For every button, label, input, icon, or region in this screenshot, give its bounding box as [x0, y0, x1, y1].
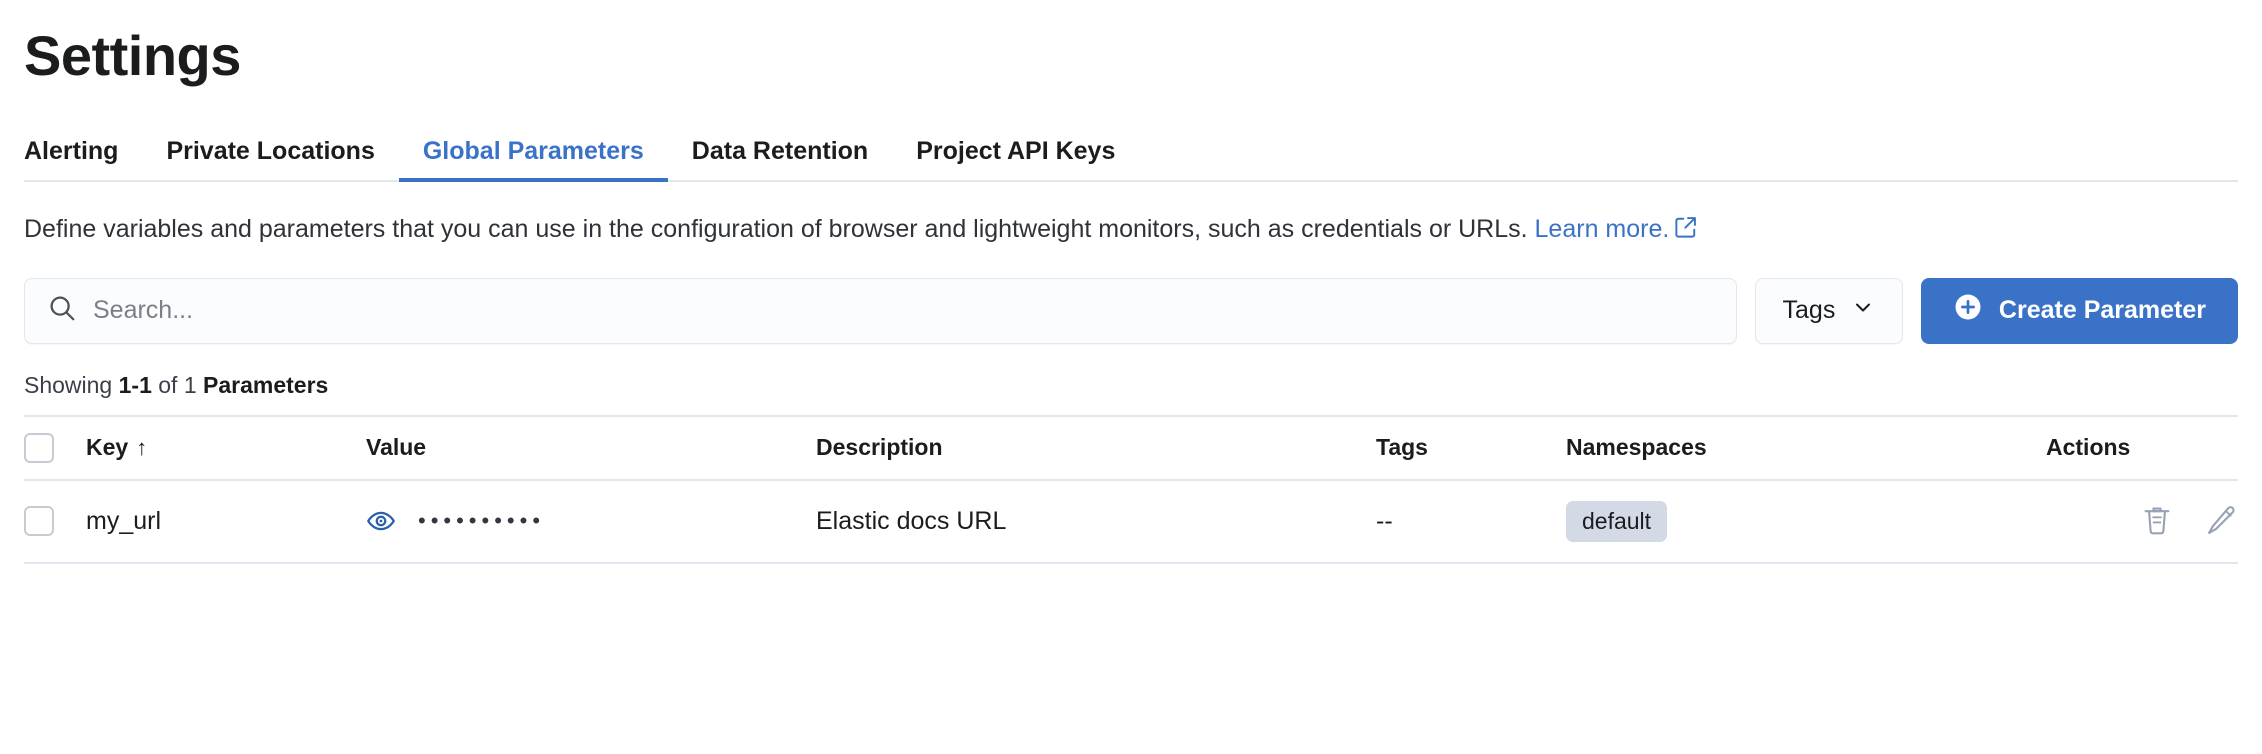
page-description: Define variables and parameters that you…: [24, 212, 2238, 248]
tab-alerting[interactable]: Alerting: [24, 137, 142, 180]
row-key-cell: my_url: [86, 479, 366, 564]
showing-unit: Parameters: [203, 371, 329, 398]
page-title: Settings: [24, 24, 241, 87]
table-body: my_url •••••••••• Elastic docs UR: [24, 479, 2238, 564]
column-namespaces-label: Namespaces: [1566, 434, 1707, 460]
showing-middle: of 1: [151, 371, 204, 398]
settings-tabs: Alerting Private Locations Global Parame…: [24, 126, 2238, 182]
row-select-cell: [24, 479, 86, 564]
tags-filter-label: Tags: [1782, 296, 1836, 324]
masked-value: ••••••••••: [418, 508, 546, 533]
tab-private-locations[interactable]: Private Locations: [142, 137, 398, 180]
column-select-all: [24, 415, 86, 481]
showing-range: 1-1: [118, 371, 152, 398]
tab-data-retention[interactable]: Data Retention: [668, 137, 892, 180]
pencil-icon[interactable]: [2204, 504, 2238, 538]
column-actions: Actions: [2046, 415, 2238, 481]
showing-prefix: Showing: [24, 371, 119, 398]
column-tags[interactable]: Tags: [1376, 415, 1566, 481]
row-value-cell: ••••••••••: [366, 479, 816, 564]
column-key[interactable]: Key ↑: [86, 415, 366, 481]
column-actions-label: Actions: [2046, 434, 2131, 460]
trash-icon[interactable]: [2140, 504, 2174, 538]
learn-more-link[interactable]: Learn more.: [1535, 215, 1698, 243]
description-text: Define variables and parameters that you…: [24, 215, 1528, 243]
controls-row: Tags Create Parameter: [24, 277, 2238, 344]
parameters-table: Key ↑ Value Description Tags Namespaces A…: [24, 415, 2238, 564]
plus-circle-icon: [1953, 292, 1983, 329]
column-description-label: Description: [816, 434, 943, 460]
table-header-row: Key ↑ Value Description Tags Namespaces A…: [24, 415, 2238, 481]
learn-more-label: Learn more.: [1534, 215, 1670, 243]
row-actions-cell: [2046, 479, 2238, 564]
search-input[interactable]: [93, 278, 1714, 343]
select-all-checkbox[interactable]: [24, 432, 54, 463]
arrow-up-icon: ↑: [136, 435, 148, 460]
tab-project-api-keys[interactable]: Project API Keys: [892, 137, 1139, 180]
search-icon: [47, 293, 77, 328]
eye-icon[interactable]: [366, 506, 396, 536]
row-tags-cell: --: [1376, 479, 1566, 564]
table-header: Key ↑ Value Description Tags Namespaces A…: [24, 415, 2238, 481]
results-count: Showing 1-1 of 1 Parameters: [24, 372, 2238, 399]
row-namespaces-cell: default: [1566, 479, 2046, 564]
tab-global-parameters[interactable]: Global Parameters: [398, 137, 668, 182]
external-link-icon: [1675, 213, 1697, 248]
search-field[interactable]: [24, 277, 1737, 344]
column-value-label: Value: [366, 434, 427, 460]
create-parameter-button[interactable]: Create Parameter: [1920, 277, 2238, 344]
column-tags-label: Tags: [1376, 434, 1428, 460]
column-value[interactable]: Value: [366, 415, 816, 481]
chevron-down-icon: [1851, 295, 1875, 326]
create-parameter-label: Create Parameter: [1998, 296, 2206, 324]
column-description[interactable]: Description: [816, 415, 1376, 481]
column-key-label: Key: [86, 434, 129, 460]
table-row: my_url •••••••••• Elastic docs UR: [24, 479, 2238, 564]
column-namespaces[interactable]: Namespaces: [1566, 415, 2046, 481]
namespace-badge: default: [1566, 500, 1668, 542]
row-checkbox[interactable]: [24, 506, 54, 536]
row-description-cell: Elastic docs URL: [816, 479, 1376, 564]
tags-filter-dropdown[interactable]: Tags: [1754, 277, 1903, 344]
